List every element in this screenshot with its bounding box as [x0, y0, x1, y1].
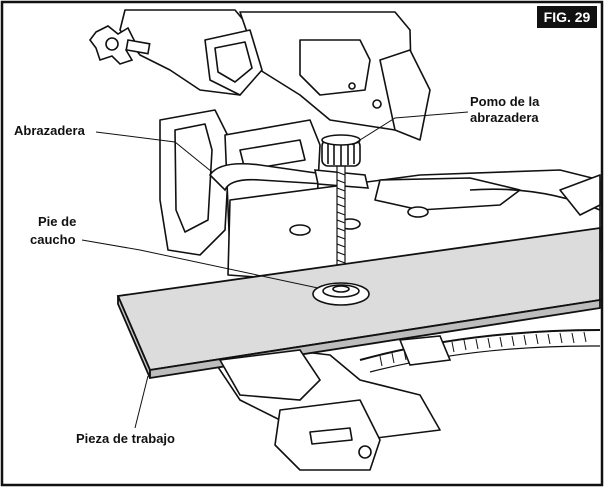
leader-lines	[81, 111, 469, 429]
bevel-lock-knob	[89, 25, 151, 65]
miter-scale-outer	[359, 329, 601, 361]
motor-detail	[299, 39, 371, 96]
leader-workpiece	[134, 375, 149, 429]
miter-scale-inner	[369, 345, 601, 373]
label-clamp-knob-line1: Pomo de la	[470, 94, 540, 109]
label-rubber-foot-line2: caucho	[30, 232, 76, 247]
table-slot	[289, 224, 311, 236]
lock-knob	[358, 445, 372, 459]
lock-lever	[309, 427, 353, 445]
housing-screw	[348, 82, 356, 90]
leader-rubber-foot	[81, 239, 319, 289]
bracket-inner	[174, 123, 213, 233]
right-extension	[559, 174, 601, 216]
label-workpiece: Pieza de trabajo	[76, 431, 175, 446]
figure-tag-text: FIG. 29	[544, 9, 591, 25]
table-slot	[407, 206, 429, 218]
blade-guard-side	[379, 49, 431, 141]
front-support	[218, 335, 452, 401]
table-fence-right	[374, 177, 521, 211]
housing-screw	[372, 99, 382, 109]
leader-clamp-knob	[351, 111, 469, 146]
label-rubber-foot-line1: Pie de	[38, 214, 76, 229]
handle-grip	[214, 41, 253, 83]
rubber-foot	[312, 282, 370, 306]
label-clamp-knob-line2: abrazadera	[470, 110, 539, 125]
label-clamp: Abrazadera	[14, 123, 86, 138]
leader-clamp	[95, 131, 213, 173]
clamp-knob	[321, 134, 361, 167]
figure-tag: FIG. 29	[537, 6, 597, 28]
